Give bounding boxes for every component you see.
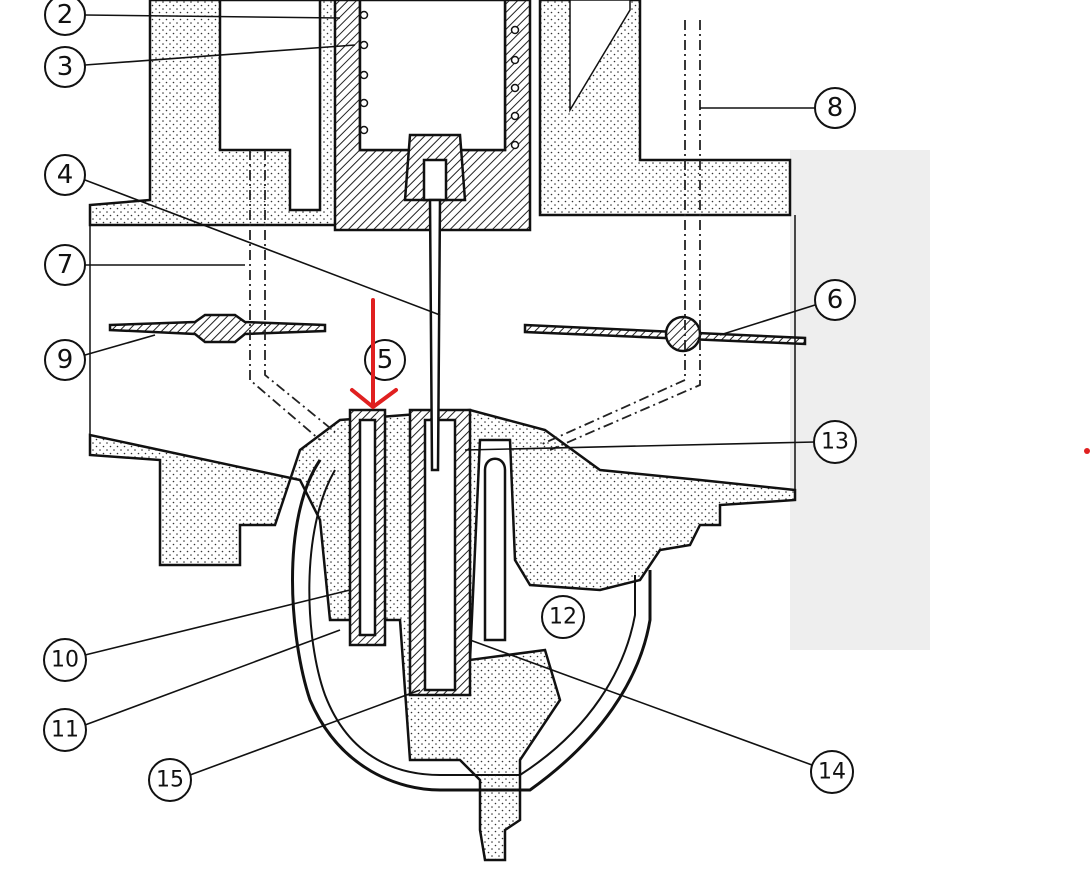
spring (359, 10, 520, 150)
svg-text:15: 15 (156, 768, 184, 793)
callout-8: 8 (814, 87, 856, 129)
callout-12: 12 (541, 595, 585, 639)
svg-text:3: 3 (57, 52, 74, 82)
svg-text:12: 12 (549, 605, 577, 630)
svg-text:2: 2 (57, 0, 74, 30)
callout-6: 6 (814, 279, 856, 321)
svg-text:9: 9 (57, 345, 74, 375)
red-arrow-annotation (350, 298, 398, 410)
svg-text:8: 8 (827, 93, 844, 123)
carburetor-body (88, 0, 807, 862)
svg-text:5: 5 (377, 345, 394, 375)
callout-14: 14 (810, 750, 854, 794)
callout-4: 4 (44, 154, 86, 196)
svg-text:11: 11 (51, 718, 79, 743)
callout-13: 13 (813, 420, 857, 464)
svg-text:4: 4 (57, 160, 74, 190)
air-passages (249, 20, 701, 451)
svg-text:14: 14 (818, 760, 846, 785)
callout-11: 11 (43, 708, 87, 752)
callout-9: 9 (44, 339, 86, 381)
svg-text:6: 6 (827, 285, 844, 315)
leader-lines (84, 14, 816, 776)
callout-10: 10 (43, 638, 87, 682)
svg-text:10: 10 (51, 648, 79, 673)
svg-text:13: 13 (821, 430, 849, 455)
page-shadow (790, 150, 930, 650)
svg-text:7: 7 (57, 250, 74, 280)
red-dot-marker (1084, 448, 1090, 454)
callout-7: 7 (44, 244, 86, 286)
callout-15: 15 (148, 758, 192, 802)
callout-3: 3 (44, 46, 86, 88)
callout-2: 2 (44, 0, 86, 36)
